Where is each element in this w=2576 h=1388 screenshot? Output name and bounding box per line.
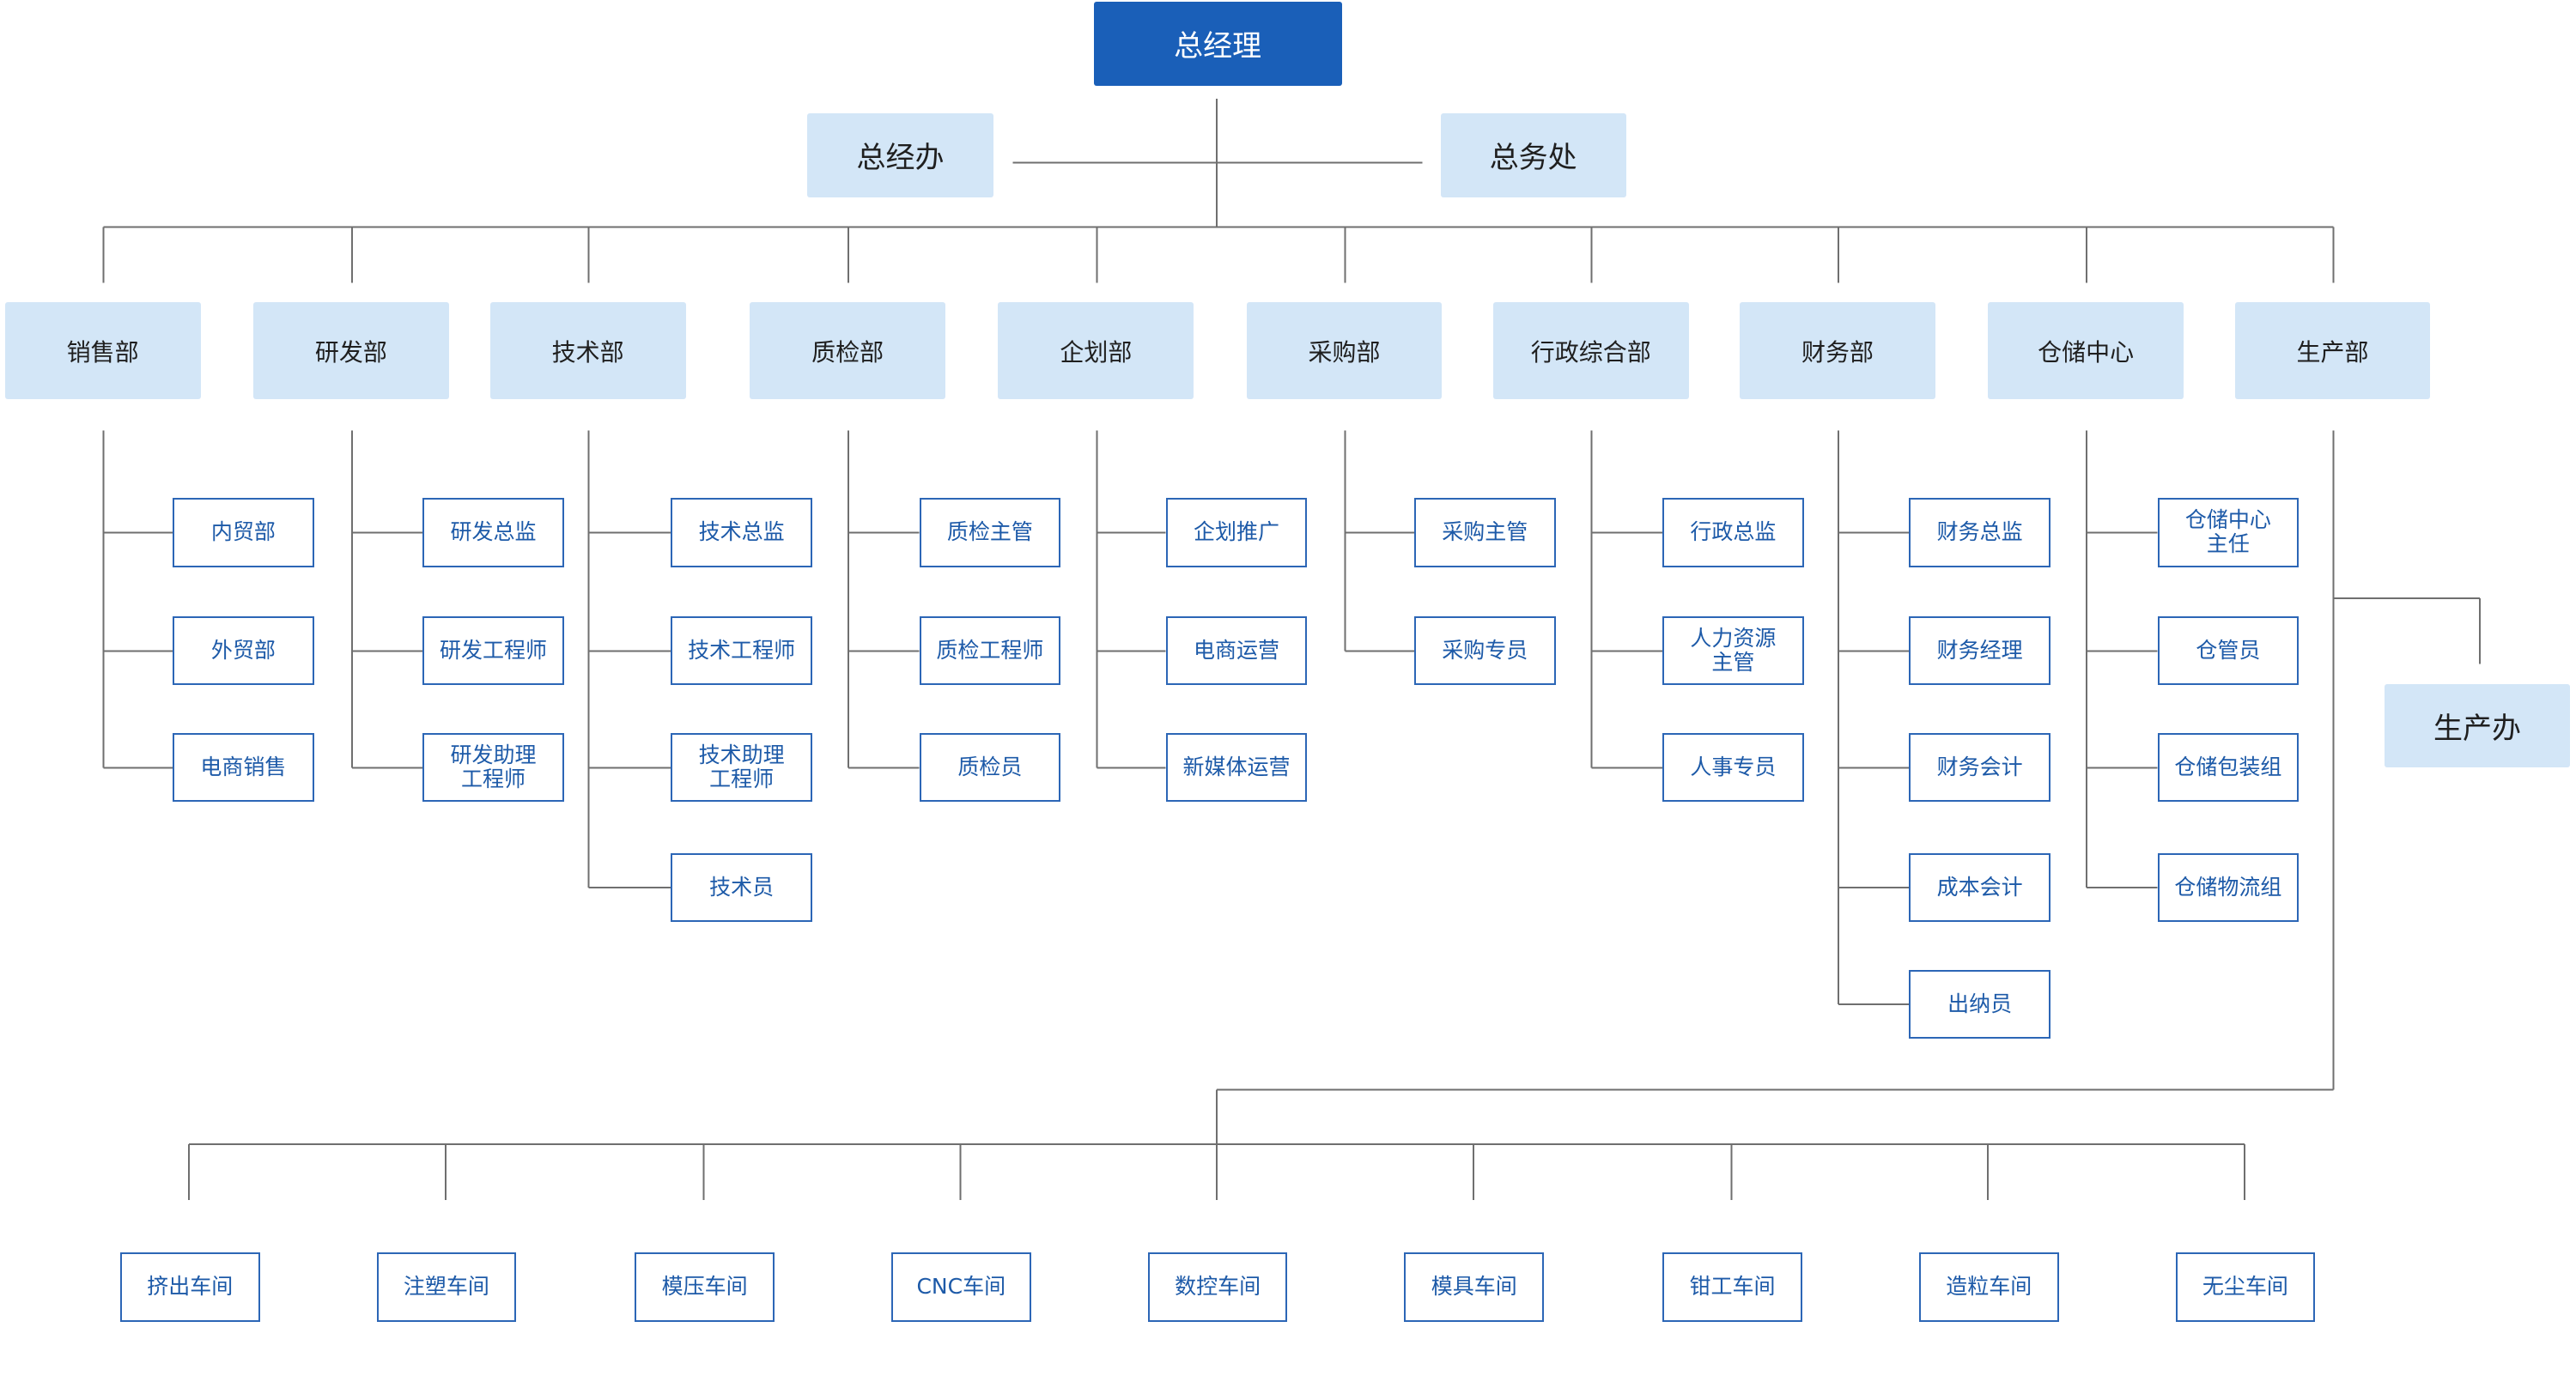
role-node[interactable]: 技术助理 工程师 xyxy=(671,733,812,803)
role-node[interactable]: 仓储包装组 xyxy=(2157,733,2300,803)
workshop-node[interactable]: 注塑车间 xyxy=(376,1252,517,1322)
role-node[interactable]: 技术总监 xyxy=(671,498,812,567)
workshop-node[interactable]: CNC车间 xyxy=(890,1252,1031,1322)
workshop-node[interactable]: 造粒车间 xyxy=(1918,1252,2059,1322)
role-node[interactable]: 内贸部 xyxy=(173,498,314,567)
role-node[interactable]: 成本会计 xyxy=(1909,852,2050,923)
dept-node[interactable]: 质检部 xyxy=(750,302,946,400)
role-node[interactable]: 质检主管 xyxy=(919,498,1061,567)
role-node[interactable]: 技术员 xyxy=(671,852,812,923)
dept-node[interactable]: 研发部 xyxy=(252,302,449,400)
role-node[interactable]: 仓储中心 主任 xyxy=(2157,498,2300,567)
dept-node[interactable]: 采购部 xyxy=(1246,302,1443,400)
role-node[interactable]: 出纳员 xyxy=(1909,969,2050,1039)
role-node[interactable]: 财务经理 xyxy=(1909,616,2050,686)
workshop-node[interactable]: 数控车间 xyxy=(1147,1252,1288,1322)
role-node[interactable]: 电商运营 xyxy=(1165,616,1308,686)
production-office-node[interactable]: 生产办 xyxy=(2384,683,2571,768)
role-node[interactable]: 仓管员 xyxy=(2157,616,2300,686)
role-node[interactable]: 行政总监 xyxy=(1662,498,1804,567)
dept-node[interactable]: 企划部 xyxy=(998,302,1194,400)
workshop-node[interactable]: 模压车间 xyxy=(635,1252,775,1322)
dept-node[interactable]: 财务部 xyxy=(1740,302,1935,400)
dept-node[interactable]: 技术部 xyxy=(489,302,686,400)
role-node[interactable]: 采购专员 xyxy=(1413,616,1556,686)
role-node[interactable]: 电商销售 xyxy=(173,733,314,803)
workshop-node[interactable]: 钳工车间 xyxy=(1662,1252,1802,1322)
office-node-general-manager[interactable]: 总经办 xyxy=(807,113,993,197)
workshop-node[interactable]: 模具车间 xyxy=(1404,1252,1545,1322)
ceo-node[interactable]: 总经理 xyxy=(1093,1,1342,86)
role-node[interactable]: 人力资源 主管 xyxy=(1662,616,1804,686)
role-node[interactable]: 技术工程师 xyxy=(671,616,812,686)
role-node[interactable]: 质检工程师 xyxy=(919,616,1061,686)
role-node[interactable]: 财务总监 xyxy=(1909,498,2050,567)
role-node[interactable]: 采购主管 xyxy=(1413,498,1556,567)
dept-node[interactable]: 生产部 xyxy=(2234,302,2431,400)
role-node[interactable]: 研发助理 工程师 xyxy=(422,733,564,803)
role-node[interactable]: 人事专员 xyxy=(1662,733,1804,803)
workshop-node[interactable]: 无尘车间 xyxy=(2175,1252,2316,1322)
dept-node[interactable]: 销售部 xyxy=(4,302,201,400)
role-node[interactable]: 财务会计 xyxy=(1909,733,2050,803)
role-node[interactable]: 仓储物流组 xyxy=(2157,852,2300,923)
role-node[interactable]: 外贸部 xyxy=(173,616,314,686)
role-node[interactable]: 新媒体运营 xyxy=(1165,733,1308,803)
workshop-node[interactable]: 挤出车间 xyxy=(119,1252,260,1322)
role-node[interactable]: 研发工程师 xyxy=(422,616,564,686)
office-node-general-affairs[interactable]: 总务处 xyxy=(1440,113,1626,197)
dept-node[interactable]: 行政综合部 xyxy=(1492,302,1689,400)
role-node[interactable]: 企划推广 xyxy=(1165,498,1308,567)
dept-node[interactable]: 仓储中心 xyxy=(1988,302,2184,400)
role-node[interactable]: 研发总监 xyxy=(422,498,564,567)
role-node[interactable]: 质检员 xyxy=(919,733,1061,803)
